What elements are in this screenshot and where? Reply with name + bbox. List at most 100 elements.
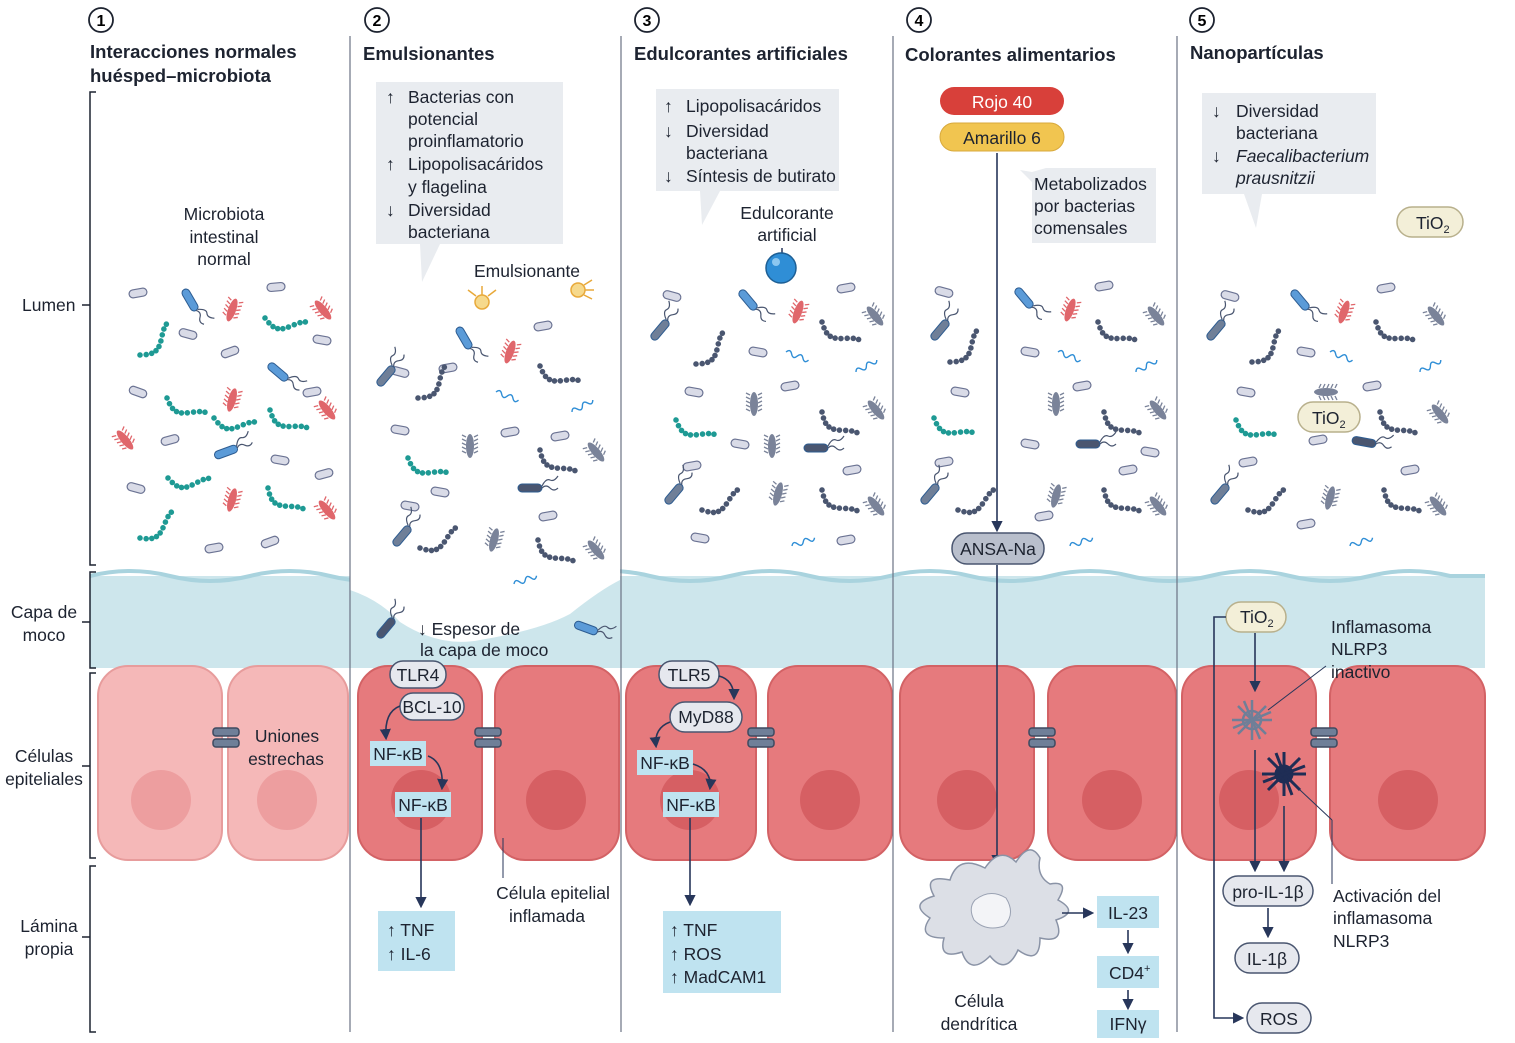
bacterium [537, 447, 578, 474]
bacterium [1424, 492, 1448, 516]
svg-text:ROS: ROS [1260, 1009, 1298, 1029]
bacterium [1020, 438, 1040, 450]
bacterium [220, 345, 240, 359]
bacterium [266, 281, 286, 293]
bacterium [1296, 518, 1316, 530]
bacterium [265, 485, 306, 512]
bacterium [780, 380, 800, 392]
bacterium [1296, 346, 1316, 358]
ros-node: ROS [1246, 1002, 1312, 1034]
bacterium [270, 454, 290, 466]
bacterium [313, 396, 337, 420]
bacterium [128, 385, 148, 399]
leader-lines-p5 [1267, 665, 1333, 884]
bacterium [745, 392, 763, 416]
bacterium [484, 526, 505, 552]
bacterium [1238, 456, 1258, 468]
inflamed-epithelial-cell [1047, 665, 1177, 861]
svg-text:NF-κB: NF-κB [398, 795, 448, 815]
svg-text:ANSA-Na: ANSA-Na [960, 539, 1036, 559]
ansa-na-node: ANSA-Na [951, 532, 1045, 565]
bacterium [204, 542, 224, 554]
panel-number: 3 [643, 13, 652, 30]
il1b-node: IL-1β [1234, 942, 1300, 974]
bacterium [1236, 386, 1256, 398]
bacterium [664, 464, 693, 505]
bacterium [1094, 280, 1114, 292]
bacterium [533, 320, 553, 332]
bacterium [1320, 484, 1341, 510]
nfkb-node: NF-κB [637, 750, 693, 775]
bacterium [1144, 492, 1168, 516]
svg-text:TLR4: TLR4 [397, 665, 440, 685]
panel-title: Colorantes alimentarios [905, 44, 1116, 65]
panel-number: 5 [1198, 13, 1207, 30]
bacterium [376, 346, 405, 387]
bacterium [1349, 537, 1374, 547]
bacterium [1422, 302, 1446, 326]
bacterium [1351, 434, 1395, 449]
bacterium [267, 407, 310, 431]
bacterium [836, 282, 856, 294]
svg-text:CD4+: CD4+ [1109, 963, 1150, 983]
bacterium [582, 536, 606, 560]
tio2-mucus-node: TiO2 [1225, 601, 1287, 633]
dye-yellow6: Amarillo 6 [939, 122, 1065, 152]
bacterium [1034, 510, 1054, 522]
epithelial-cell [227, 665, 349, 861]
bacterium [1314, 383, 1338, 401]
bacterium [137, 321, 170, 358]
svg-text:IFNγ: IFNγ [1110, 1014, 1147, 1034]
panel-number: 4 [915, 13, 924, 30]
panel-number: 1 [97, 13, 106, 30]
bacterium [934, 456, 954, 468]
bacterium [791, 537, 816, 547]
bacterium [730, 438, 750, 450]
bacterium [1400, 464, 1420, 476]
bacterium [222, 296, 244, 322]
tio2-particle: TiO2 [1396, 206, 1464, 238]
bacterium [500, 338, 522, 364]
svg-text:NF-κB: NF-κB [666, 795, 716, 815]
svg-text:pro-IL-1β: pro-IL-1β [1232, 882, 1303, 902]
inflammasome-active-icon [1262, 752, 1306, 796]
bacterium [785, 349, 809, 363]
bacterium [768, 480, 789, 506]
nfkb-nuclear-node: NF-κB [395, 792, 451, 817]
bacterium [535, 537, 576, 564]
bacterium [763, 434, 781, 458]
bacterium [260, 535, 280, 549]
bacterium [699, 487, 741, 516]
bacterium [400, 500, 420, 512]
bacterium [748, 346, 768, 358]
svg-text:↑↑↓: ↑↑↓ [386, 87, 395, 220]
bacterium [862, 492, 886, 516]
svg-text:Lipopolisacáridos Divers: Lipopolisacáridos Diversidad bacteriana … [686, 96, 836, 186]
inflamed-epithelial-cell [767, 665, 893, 861]
panel-header-3: 3 Edulcorantes artificiales [634, 7, 848, 64]
bacterium [415, 364, 448, 401]
svg-text:BCL-10: BCL-10 [402, 697, 462, 717]
sweetener-molecule [765, 248, 797, 284]
panel-number: 2 [373, 13, 382, 30]
bacterium [1220, 290, 1240, 302]
bacterium [788, 298, 810, 324]
bacterium [181, 288, 215, 325]
bacterium [517, 475, 559, 493]
svg-text:TiO2: TiO2 [1240, 607, 1274, 630]
emulsifier-label: Emulsionante [474, 261, 580, 281]
bacterium [302, 386, 322, 398]
bacterium [111, 426, 135, 450]
svg-text:Rojo 40: Rojo 40 [972, 92, 1033, 112]
bacterium [513, 575, 538, 585]
bacterium [417, 525, 459, 554]
dendritic-cell [919, 849, 1070, 966]
bacterium [537, 363, 581, 384]
bacterium [1206, 300, 1235, 341]
bacterium [1140, 446, 1160, 458]
